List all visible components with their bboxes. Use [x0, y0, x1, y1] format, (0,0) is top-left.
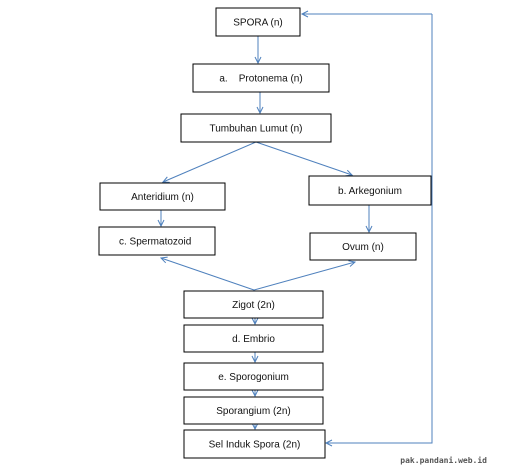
arrowhead-icon: [300, 10, 309, 18]
edge-sporogonium-to-sporangium: [251, 389, 259, 398]
nodes-layer: SPORA (n) a. Protonema (n) Tumbuhan Lumut …: [98, 7, 432, 459]
edge-embrio-to-sporogonium: [251, 352, 259, 364]
arrowhead-icon: [254, 56, 262, 65]
node-box: [183, 324, 324, 353]
node-label: Zigot (2n): [232, 300, 275, 311]
node-embrio: d. Embrio: [183, 324, 324, 353]
node-label: Anteridium (n): [131, 192, 194, 203]
arrowhead-icon: [365, 225, 373, 234]
node-label: Sporangium (2n): [216, 406, 290, 417]
edge-zigot-to-embrio: [251, 317, 259, 326]
node-box: [99, 182, 226, 211]
edge-sporangium-to-selinduk: [251, 422, 259, 431]
arrowhead-icon: [251, 389, 259, 398]
node-selinduk: Sel Induk Spora (2n): [183, 429, 326, 459]
node-label: c. Spermatozoid: [119, 237, 191, 248]
edges-layer: [157, 10, 433, 447]
arrowhead-icon: [348, 260, 357, 267]
edge-line: [162, 141, 257, 183]
node-spermatozoid: c. Spermatozoid: [98, 226, 216, 256]
edge-selinduk-to-spora: [300, 10, 432, 18]
arrowhead-icon: [251, 422, 259, 431]
arrowhead-icon: [157, 219, 165, 228]
node-sporangium: Sporangium (2n): [183, 396, 324, 425]
arrowhead-icon: [256, 106, 264, 115]
node-arkegonium: b. Arkegonium: [308, 175, 432, 206]
arrowhead-icon: [161, 176, 170, 183]
edge-spora-to-selinduk: [324, 14, 433, 447]
node-box: [183, 429, 326, 459]
node-box: [183, 290, 324, 319]
node-box: [308, 175, 432, 206]
node-label: Sel Induk Spora (2n): [209, 440, 301, 451]
edge-line: [255, 141, 353, 176]
node-ovum: Ovum (n): [309, 232, 417, 261]
edge-tumbuhan-to-arkegonium: [255, 141, 354, 177]
node-label: SPORA (n): [233, 18, 282, 29]
node-label: e. Sporogonium: [218, 372, 289, 383]
node-box: [180, 113, 332, 143]
node-box: [309, 232, 417, 261]
edge-arkegonium-to-ovum: [365, 205, 373, 234]
node-label: Tumbuhan Lumut (n): [209, 124, 302, 135]
node-anteridium: Anteridium (n): [99, 182, 226, 211]
edge-tumbuhan-to-anteridium: [161, 141, 257, 183]
node-box: [98, 226, 216, 256]
node-label: Ovum (n): [342, 242, 384, 253]
node-spora: SPORA (n): [215, 7, 301, 37]
node-label: d. Embrio: [232, 334, 275, 345]
node-box: [183, 396, 324, 425]
node-label: a. Protonema (n): [219, 74, 302, 85]
node-sporogonium: e. Sporogonium: [183, 362, 324, 391]
arrowhead-icon: [159, 256, 168, 264]
node-label: b. Arkegonium: [338, 186, 402, 197]
edge-line: [253, 261, 356, 291]
node-box: [183, 362, 324, 391]
node-tumbuhan: Tumbuhan Lumut (n): [180, 113, 332, 143]
node-box: [215, 7, 301, 37]
edge-zigot-to-spermatozoid: [159, 256, 255, 291]
node-protonema: a. Protonema (n): [192, 63, 330, 93]
edge-protonema-to-tumbuhan: [256, 92, 264, 115]
edge-line: [160, 257, 255, 291]
edge-anteridium-to-spermatozoid: [157, 210, 165, 228]
arrowhead-icon: [251, 355, 259, 364]
watermark-text: pak.pandani.web.id: [400, 455, 487, 465]
edge-line: [326, 14, 433, 444]
edge-spora-to-protonema: [254, 36, 262, 65]
arrowhead-icon: [324, 439, 333, 447]
edge-zigot-to-ovum: [253, 260, 357, 291]
arrowhead-icon: [251, 317, 259, 326]
node-zigot: Zigot (2n): [183, 290, 324, 319]
node-box: [192, 63, 330, 93]
